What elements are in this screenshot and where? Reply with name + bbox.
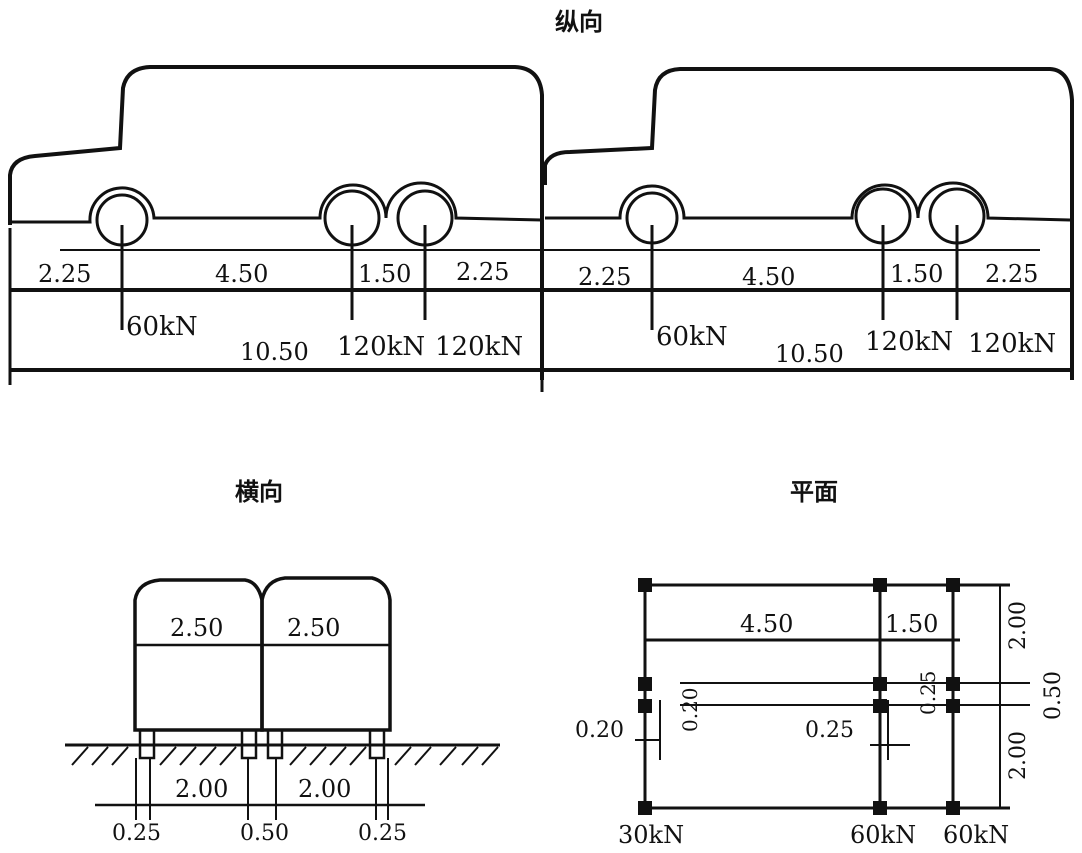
right-dim-label: 0.25	[916, 670, 940, 715]
total-length-label: 10.50	[775, 340, 844, 368]
dim-label: 1.50	[890, 260, 943, 288]
edge-label: 0.25	[358, 821, 407, 846]
plan-wheel	[873, 801, 887, 815]
wheel-dim-label: 0.25	[805, 718, 854, 743]
plan-wheels	[638, 578, 960, 815]
dim-label: 2.25	[456, 258, 509, 286]
transverse-view: 2.50 2.50 2.00 2.00 0.25 0.50 0.25	[65, 576, 500, 846]
load-label: 120kN	[968, 329, 1056, 359]
vehicle-1-body	[8, 65, 544, 380]
plan-wheel	[638, 699, 652, 713]
load-label: 120kN	[435, 332, 523, 362]
plan-wheel	[873, 677, 887, 691]
plan-load-label: 60kN	[943, 821, 1009, 849]
title-plan: 平面	[790, 478, 838, 506]
dim-label: 1.50	[358, 260, 411, 288]
transverse-vehicle-right	[260, 576, 392, 732]
right-dim-label: 2.00	[1006, 731, 1031, 780]
load-label: 60kN	[656, 322, 728, 352]
plan-load-label: 30kN	[618, 821, 684, 849]
vehicle-2-chassis	[545, 181, 1071, 222]
plan-wheel	[946, 699, 960, 713]
longitudinal-view: 2.25 4.50 1.50 2.25 10.50 60kN 120kN 120…	[8, 65, 1074, 392]
wheel-dim-label: 0.20	[575, 718, 624, 743]
plan-wheel	[946, 677, 960, 691]
dimension-ticks	[135, 758, 389, 820]
load-label: 60kN	[126, 312, 198, 342]
vehicle-2-body	[543, 67, 1074, 380]
plan-wheel	[873, 699, 887, 713]
plan-wheel	[638, 677, 652, 691]
plan-load-label: 60kN	[850, 821, 916, 849]
total-length-label: 10.50	[240, 338, 309, 366]
plan-wheel	[638, 801, 652, 815]
width-label: 2.50	[287, 614, 340, 642]
right-dim-label: 2.00	[1006, 601, 1031, 650]
wheel-dim-label: 0.20	[678, 687, 702, 732]
dim-label: 4.50	[215, 260, 268, 288]
dim-label: 2.25	[985, 260, 1038, 288]
plan-wheel	[946, 801, 960, 815]
dim-label: 4.50	[742, 263, 795, 291]
title-transverse: 横向	[235, 478, 283, 506]
transverse-vehicle-left	[133, 578, 264, 732]
load-label: 120kN	[337, 332, 425, 362]
plan-wheel	[873, 578, 887, 592]
load-label: 120kN	[865, 327, 953, 357]
vehicle-1-chassis	[10, 181, 543, 224]
ground-hatch	[71, 746, 499, 766]
width-label: 2.50	[170, 614, 223, 642]
axle-spacing-label: 1.50	[885, 610, 938, 638]
edge-label: 0.50	[240, 821, 289, 846]
title-longitudinal: 纵向	[555, 8, 603, 36]
plan-view: 4.50 1.50 2.00 0.25 2.00 0.50 0.20 0.20 …	[575, 578, 1066, 849]
dim-label: 2.25	[38, 260, 91, 288]
dim-label: 2.25	[578, 263, 631, 291]
plan-wheel	[638, 578, 652, 592]
plan-wheel	[946, 578, 960, 592]
total-right-label: 0.50	[1041, 671, 1066, 720]
edge-label: 0.25	[112, 821, 161, 846]
track-label: 2.00	[298, 775, 351, 803]
axle-spacing-label: 4.50	[740, 610, 793, 638]
track-label: 2.00	[175, 775, 228, 803]
